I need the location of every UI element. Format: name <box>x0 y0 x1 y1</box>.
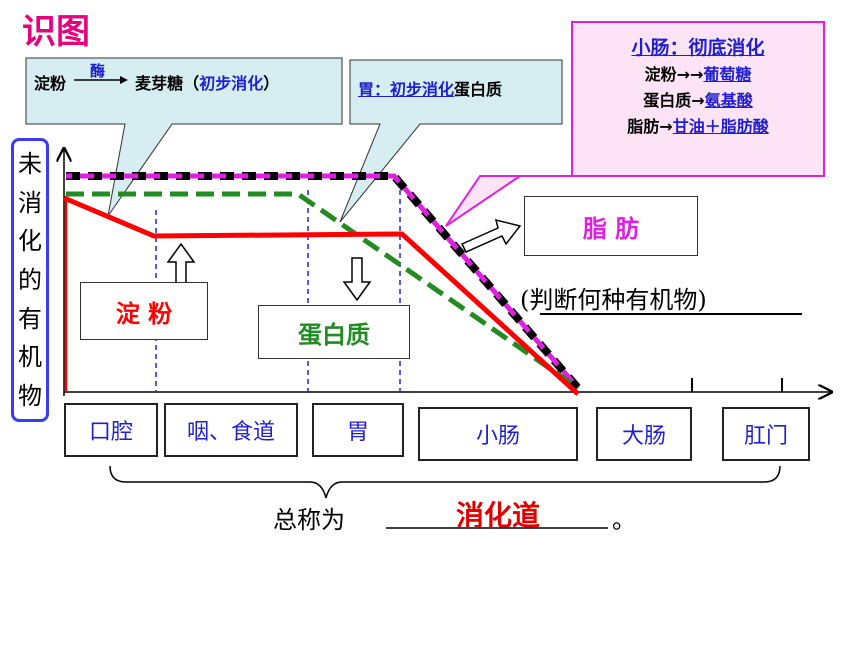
callout-mouth-starch: 淀粉 <box>34 74 67 93</box>
fat-right-arrow <box>460 218 522 253</box>
callout-mouth-text: 淀粉 麦芽糖（初步消化） <box>34 70 279 94</box>
enzyme-label: 酶 <box>90 62 106 80</box>
organ-small-intestine: 小肠 <box>418 407 578 461</box>
protein-curve <box>66 191 580 391</box>
organ-pharynx-esophagus: 咽、食道 <box>164 403 298 457</box>
row-from: 脂肪→ <box>627 117 673 136</box>
callout-stomach-nutrient: 蛋白质 <box>454 80 503 99</box>
row-from: 蛋白质→ <box>643 91 705 110</box>
starch-label-box: 淀 粉 <box>80 282 208 340</box>
summary-suffix: 。 <box>612 506 636 534</box>
organ-stomach: 胃 <box>312 403 404 457</box>
organ-anus: 肛门 <box>722 407 810 461</box>
callout-mouth-stage: 初步消化 <box>199 74 264 93</box>
row-from: 淀粉→→ <box>644 65 704 84</box>
summary-answer: 消化道 <box>455 499 540 532</box>
y-axis-label-char: 消 <box>18 188 42 217</box>
callout-mouth-maltose: 麦芽糖（ <box>135 74 200 93</box>
organ-large-intestine: 大肠 <box>596 407 692 461</box>
enzyme-arrow <box>72 70 130 89</box>
callout-small-intestine-text: 小肠：彻底消化 淀粉→→葡萄糖 蛋白质→氨基酸 脂肪→甘油＋脂肪酸 <box>572 34 824 140</box>
callout-small-intestine-title: 小肠：彻底消化 <box>631 37 765 59</box>
callout-row: 脂肪→甘油＋脂肪酸 <box>572 114 824 140</box>
y-axis-label-char: 化 <box>18 227 42 256</box>
y-axis-label-char: 的 <box>18 265 42 294</box>
hint-text: (判断何种有机物) <box>520 286 707 314</box>
protein-down-arrow <box>342 257 372 302</box>
y-axis-label-char: 有 <box>18 304 42 333</box>
page-title: 识图 <box>22 12 90 52</box>
starch-up-arrow <box>166 242 196 287</box>
y-axis-label-char: 未 <box>18 150 42 179</box>
digestive-tract-brace <box>109 465 781 499</box>
row-to: 氨基酸 <box>704 91 753 110</box>
fat-label-box: 脂 肪 <box>524 196 698 256</box>
callout-row: 蛋白质→氨基酸 <box>572 88 824 114</box>
callout-small-intestine-bubble <box>445 21 825 227</box>
organ-mouth: 口腔 <box>64 403 158 457</box>
row-to: 甘油＋脂肪酸 <box>672 117 769 136</box>
callout-stomach-text: 胃：初步消化蛋白质 <box>358 76 502 100</box>
summary-prefix: 总称为 <box>273 506 345 534</box>
callout-stomach-stage: 胃：初步消化 <box>358 80 455 99</box>
fat-curve-overlay <box>66 173 580 390</box>
starch-curve <box>63 195 580 396</box>
callout-mouth-close: ） <box>263 74 280 93</box>
fat-curve <box>66 172 582 391</box>
protein-label-box: 蛋白质 <box>258 305 410 359</box>
callout-row: 淀粉→→葡萄糖 <box>572 62 824 88</box>
y-axis-label-char: 机 <box>18 343 42 372</box>
y-axis-label-char: 物 <box>18 381 42 410</box>
callout-mouth-bubble <box>25 57 343 217</box>
y-axis-label: 未 消 化 的 有 机 物 <box>11 138 49 422</box>
row-to: 葡萄糖 <box>703 65 752 84</box>
